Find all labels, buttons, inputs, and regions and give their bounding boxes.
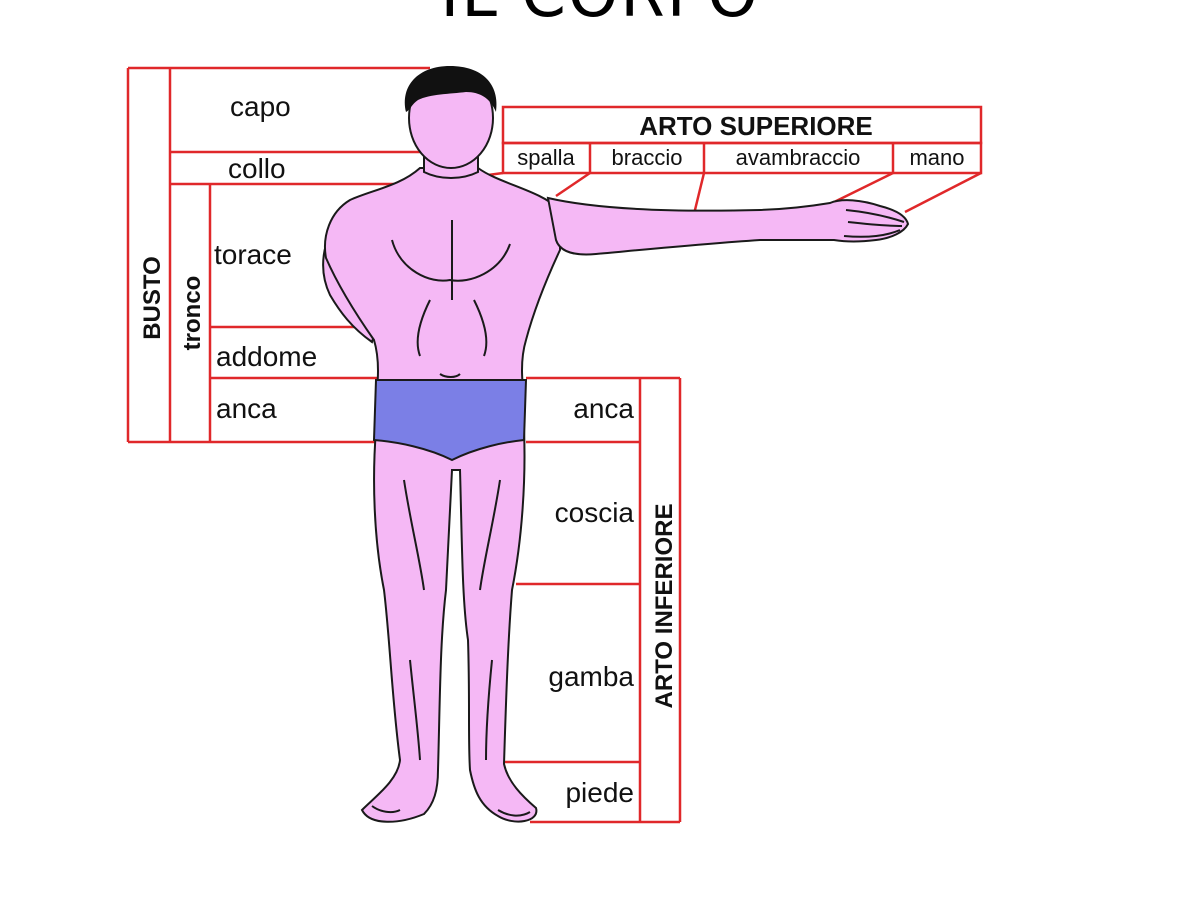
label-spalla: spalla	[517, 145, 575, 170]
label-anca-busto: anca	[216, 393, 277, 424]
hair	[404, 66, 497, 112]
label-avambraccio: avambraccio	[736, 145, 861, 170]
label-coscia: coscia	[555, 497, 635, 528]
label-anca-arto: anca	[573, 393, 634, 424]
arto-inferiore-label: ARTO INFERIORE	[651, 504, 678, 709]
arto-inferiore-labels: ARTO INFERIORE anca coscia gamba piede	[548, 393, 678, 808]
busto-label: BUSTO	[139, 256, 166, 340]
label-capo: capo	[230, 91, 291, 122]
arto-superiore-label: ARTO SUPERIORE	[639, 111, 873, 141]
label-mano: mano	[909, 145, 964, 170]
label-torace: torace	[214, 239, 292, 270]
busto-labels: BUSTO tronco capo collo torace addome an…	[139, 91, 317, 424]
human-figure	[322, 66, 910, 823]
label-collo: collo	[228, 153, 286, 184]
arto-inferiore-frame	[500, 376, 682, 824]
busto-frame	[126, 66, 430, 444]
diagram-title: IL CORPO	[0, 0, 1200, 32]
label-gamba: gamba	[548, 661, 634, 692]
label-addome: addome	[216, 341, 317, 372]
tronco-label: tronco	[179, 276, 206, 351]
arto-superiore-labels: ARTO SUPERIORE spalla braccio avambracci…	[517, 111, 964, 170]
briefs	[372, 379, 528, 462]
label-braccio: braccio	[612, 145, 683, 170]
label-piede: piede	[565, 777, 634, 808]
